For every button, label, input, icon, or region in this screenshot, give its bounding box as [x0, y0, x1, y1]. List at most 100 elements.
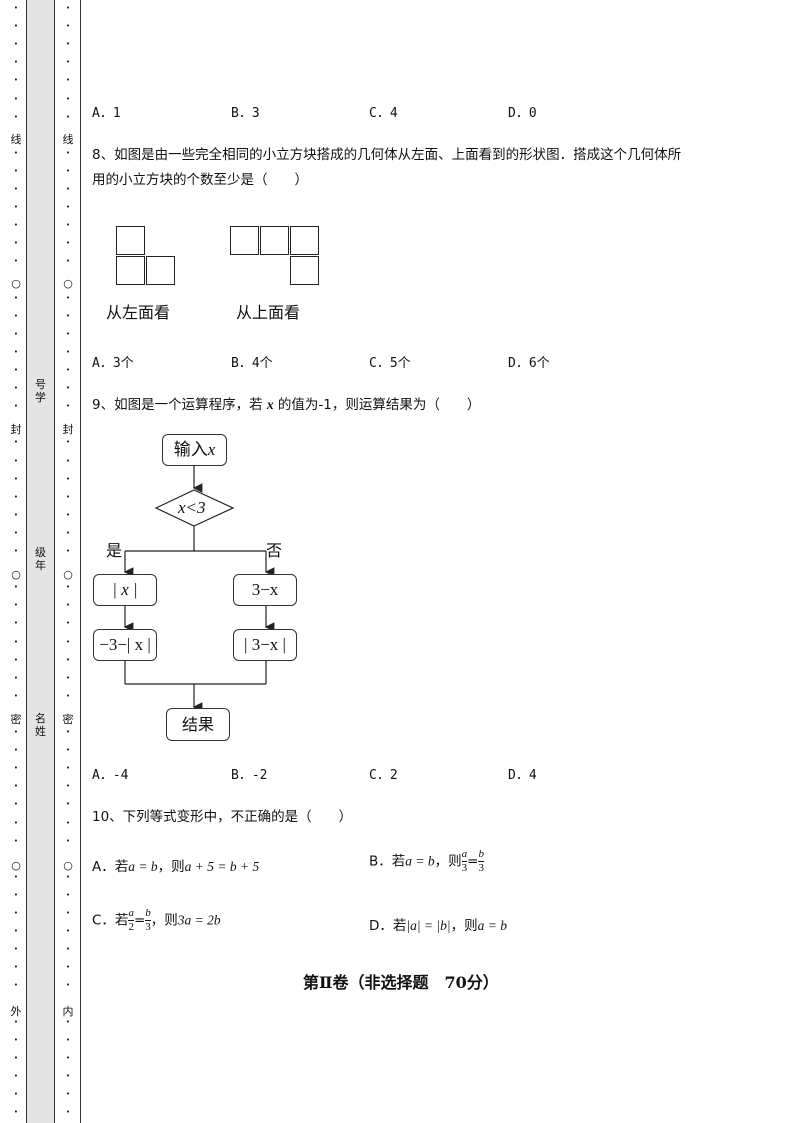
equals: =	[133, 912, 146, 929]
option-result: a = b	[477, 918, 507, 933]
field-student-id: 号 学	[35, 378, 46, 404]
binding-dot: •	[65, 1053, 71, 1062]
binding-dot: •	[65, 76, 71, 85]
binding-dot: •	[13, 474, 19, 483]
binding-dot: •	[13, 76, 19, 85]
binding-dot: •	[13, 456, 19, 465]
binding-dot: •	[13, 112, 19, 121]
binding-dot: •	[65, 746, 71, 755]
outer-binding-line: •••••••线•••••••○•••••••封•••••••○•••••••密…	[9, 0, 23, 1123]
binding-dot: •	[13, 909, 19, 917]
flow-condition: x<3	[178, 498, 206, 517]
flow-result-box: 结果	[166, 708, 230, 741]
field-grade: 级 年	[35, 546, 46, 572]
binding-dot: •	[65, 528, 71, 537]
binding-dot: •	[65, 456, 71, 465]
option-then: ，则	[450, 918, 478, 934]
binding-dot: •	[13, 981, 19, 990]
binding-dot: •	[13, 528, 19, 537]
binding-dot: •	[13, 1035, 19, 1044]
binding-dot: •	[13, 1017, 19, 1026]
option-result: 3a = 2b	[177, 912, 221, 928]
binding-dot: •	[65, 438, 71, 447]
binding-dot: •	[13, 510, 19, 519]
binding-dot: •	[13, 945, 19, 954]
binding-dot: •	[65, 58, 71, 67]
option-a[interactable]: A．3个	[92, 356, 134, 371]
binding-dot: •	[65, 909, 71, 917]
q9-stem-suffix: 的值为-1，则运算结果为（ ）	[273, 397, 481, 413]
q10-option-a[interactable]: A．若a = b，则a + 5 = b + 5	[92, 855, 259, 875]
option-label: A．若	[92, 859, 129, 875]
binding-dot: •	[13, 583, 19, 592]
binding-marker: 内	[62, 1005, 74, 1018]
option-b[interactable]: B．-2	[231, 768, 268, 783]
binding-dot: •	[13, 1090, 19, 1098]
binding-dot: •	[65, 1017, 71, 1026]
binding-dot: •	[65, 22, 71, 31]
binding-dot: •	[65, 800, 71, 809]
option-b[interactable]: B．3	[231, 106, 260, 121]
binding-dot: •	[13, 1053, 19, 1062]
binding-dot: •	[65, 836, 71, 845]
option-c[interactable]: C．2	[369, 768, 398, 783]
option-label: D．若	[369, 918, 407, 934]
binding-dot: •	[65, 492, 71, 501]
binding-dot: •	[65, 583, 71, 592]
binding-marker: 密	[10, 713, 22, 726]
binding-dot: •	[13, 601, 19, 610]
binding-dot: •	[13, 438, 19, 447]
binding-dot: •	[65, 329, 71, 338]
q8-stem-line2: 用的小立方块的个数至少是（ ）	[92, 172, 308, 188]
option-d[interactable]: D．6个	[508, 356, 550, 371]
binding-dot: •	[13, 94, 19, 103]
binding-marker: ○	[11, 859, 21, 872]
option-c[interactable]: C．5个	[369, 356, 411, 371]
section-title: 第Ⅱ卷（非选择题 70分）	[303, 973, 499, 992]
binding-dot: •	[13, 203, 19, 212]
binding-dot: •	[65, 728, 71, 736]
q10-option-d[interactable]: D．若|a| = |b|，则a = b	[369, 914, 507, 934]
flow-no-label: 否	[266, 541, 283, 560]
option-d[interactable]: D．0	[508, 106, 537, 121]
binding-dot: •	[13, 384, 19, 393]
binding-dot: •	[13, 836, 19, 845]
binding-marker: ○	[63, 277, 73, 290]
q9-variable: x	[266, 397, 274, 412]
flow-abs-x-box: | x |	[93, 574, 157, 606]
binding-dot: •	[65, 293, 71, 302]
binding-dot: •	[65, 94, 71, 103]
binding-dot: •	[13, 402, 19, 411]
flow-input-var: x	[207, 440, 216, 459]
binding-dot: •	[13, 637, 19, 646]
binding-dot: •	[13, 4, 19, 12]
option-condition: a = b	[128, 859, 158, 874]
binding-dot: •	[13, 40, 19, 49]
option-a[interactable]: A．-4	[92, 768, 129, 783]
binding-dot: •	[13, 366, 19, 374]
binding-dot: •	[13, 148, 19, 157]
binding-dot: •	[65, 673, 71, 682]
q9-stem: 9、如图是一个运算程序，若 x 的值为-1，则运算结果为（ ）	[92, 393, 480, 413]
option-c[interactable]: C．4	[369, 106, 398, 121]
option-then: ，则	[150, 912, 178, 929]
binding-dot: •	[65, 510, 71, 519]
q10-stem: 10、下列等式变形中，不正确的是（ ）	[92, 809, 353, 825]
binding-marker: ○	[11, 277, 21, 290]
binding-dot: •	[65, 257, 71, 266]
flowchart-connectors	[123, 465, 275, 712]
binding-dot: •	[13, 22, 19, 31]
binding-dot: •	[13, 347, 19, 356]
flow-input-label: 输入	[173, 440, 208, 459]
option-d[interactable]: D．4	[508, 768, 537, 783]
binding-dot: •	[65, 890, 71, 899]
binding-dot: •	[65, 963, 71, 972]
option-a[interactable]: A．1	[92, 106, 121, 121]
option-b[interactable]: B．4个	[231, 356, 273, 371]
binding-dot: •	[13, 293, 19, 302]
